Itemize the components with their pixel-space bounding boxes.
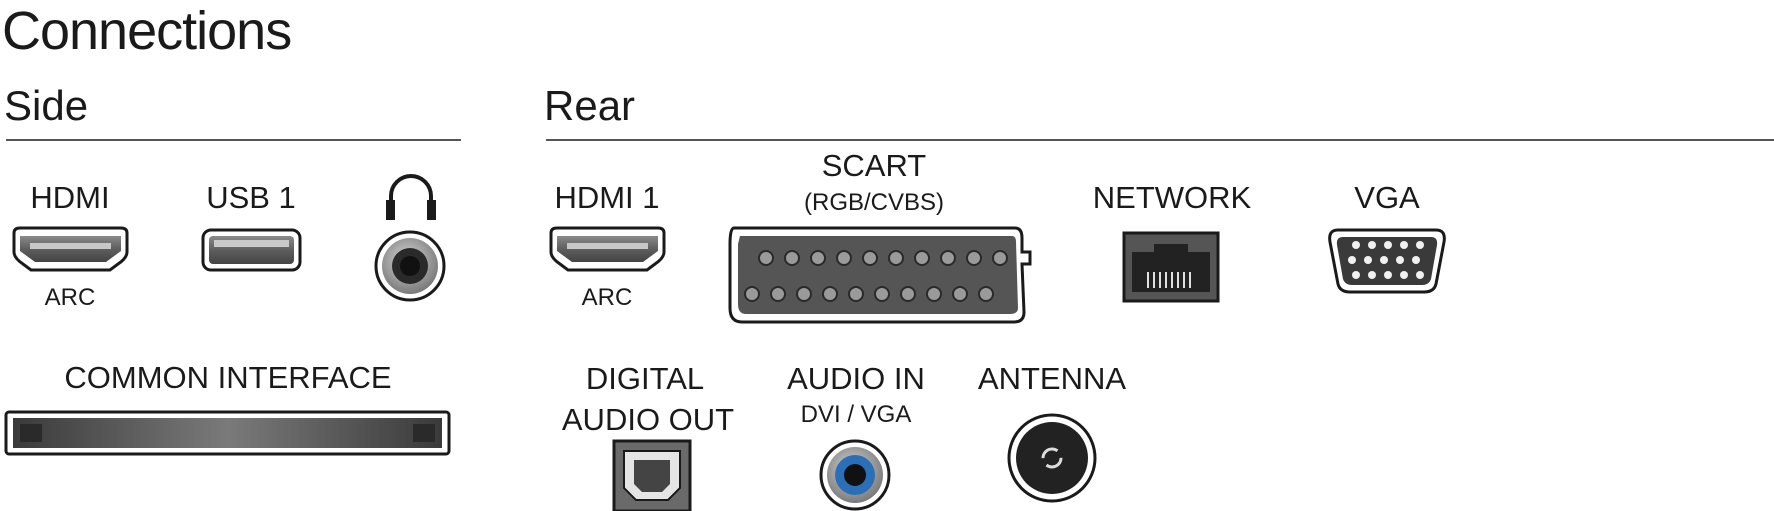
audio-in-label: AUDIO IN — [787, 361, 925, 396]
vga-pin — [1384, 241, 1392, 249]
headphones-icon — [386, 174, 436, 220]
vga-port[interactable] — [1328, 228, 1446, 294]
audio-in-jack[interactable] — [819, 439, 891, 511]
vga-pin — [1368, 241, 1376, 249]
scart-pins — [744, 250, 1008, 302]
vga-pin — [1396, 256, 1404, 264]
scart-pin — [770, 286, 786, 302]
network-label: NETWORK — [1092, 180, 1252, 215]
vga-pin — [1412, 256, 1420, 264]
scart-pin — [978, 286, 994, 302]
hdmi-side-arc-label: ARC — [44, 284, 96, 311]
hdmi1-label: HDMI 1 — [554, 180, 660, 215]
scart-pin — [810, 250, 826, 266]
scart-pin — [744, 286, 760, 302]
vga-pin — [1400, 271, 1408, 279]
scart-pin — [992, 250, 1008, 266]
vga-label: VGA — [1354, 180, 1420, 215]
section-side: Side — [4, 82, 89, 129]
rear-divider — [546, 139, 1774, 141]
usb-label: USB 1 — [206, 180, 296, 215]
scart-pin — [784, 250, 800, 266]
vga-pin — [1416, 271, 1424, 279]
scart-pin — [888, 250, 904, 266]
scart-pin — [926, 286, 942, 302]
vga-pin — [1352, 271, 1360, 279]
scart-pin — [862, 250, 878, 266]
page-title: Connections — [2, 1, 292, 61]
digital-audio-out-label-1: DIGITAL — [585, 361, 705, 396]
digital-audio-out-label-2: AUDIO OUT — [561, 402, 735, 437]
hdmi1-arc-label: ARC — [581, 284, 633, 311]
network-port[interactable] — [1122, 231, 1220, 303]
audio-in-sub-label: DVI / VGA — [800, 401, 912, 428]
scart-pin — [940, 250, 956, 266]
scart-pin — [900, 286, 916, 302]
scart-sub-label: (RGB/CVBS) — [803, 189, 945, 216]
section-rear: Rear — [544, 82, 636, 129]
vga-pin — [1380, 256, 1388, 264]
network-pins — [1147, 272, 1191, 288]
hdmi1-port[interactable] — [549, 226, 666, 272]
scart-pin — [796, 286, 812, 302]
scart-label: SCART — [821, 148, 927, 183]
scart-pin — [758, 250, 774, 266]
common-interface-label: COMMON INTERFACE — [64, 360, 392, 395]
vga-pin — [1416, 241, 1424, 249]
antenna-label: ANTENNA — [977, 361, 1127, 396]
common-interface-slot[interactable] — [4, 410, 451, 456]
scart-pin — [836, 250, 852, 266]
vga-pin — [1400, 241, 1408, 249]
vga-pin — [1368, 271, 1376, 279]
usb-port[interactable] — [201, 228, 302, 272]
vga-pin — [1384, 271, 1392, 279]
scart-pin — [874, 286, 890, 302]
side-divider — [6, 139, 461, 141]
vga-pin — [1348, 256, 1356, 264]
scart-pin — [966, 250, 982, 266]
scart-pin — [952, 286, 968, 302]
antenna-port[interactable] — [1007, 413, 1097, 503]
scart-pin — [848, 286, 864, 302]
scart-pin — [822, 286, 838, 302]
hdmi-side-port[interactable] — [12, 226, 129, 272]
vga-pin — [1352, 241, 1360, 249]
headphone-jack[interactable] — [374, 230, 446, 302]
digital-audio-out-port[interactable] — [612, 439, 692, 511]
scart-pin — [914, 250, 930, 266]
vga-pin — [1364, 256, 1372, 264]
scart-port[interactable] — [728, 226, 1032, 324]
hdmi-side-label: HDMI — [30, 180, 110, 215]
vga-pins — [1348, 241, 1424, 279]
